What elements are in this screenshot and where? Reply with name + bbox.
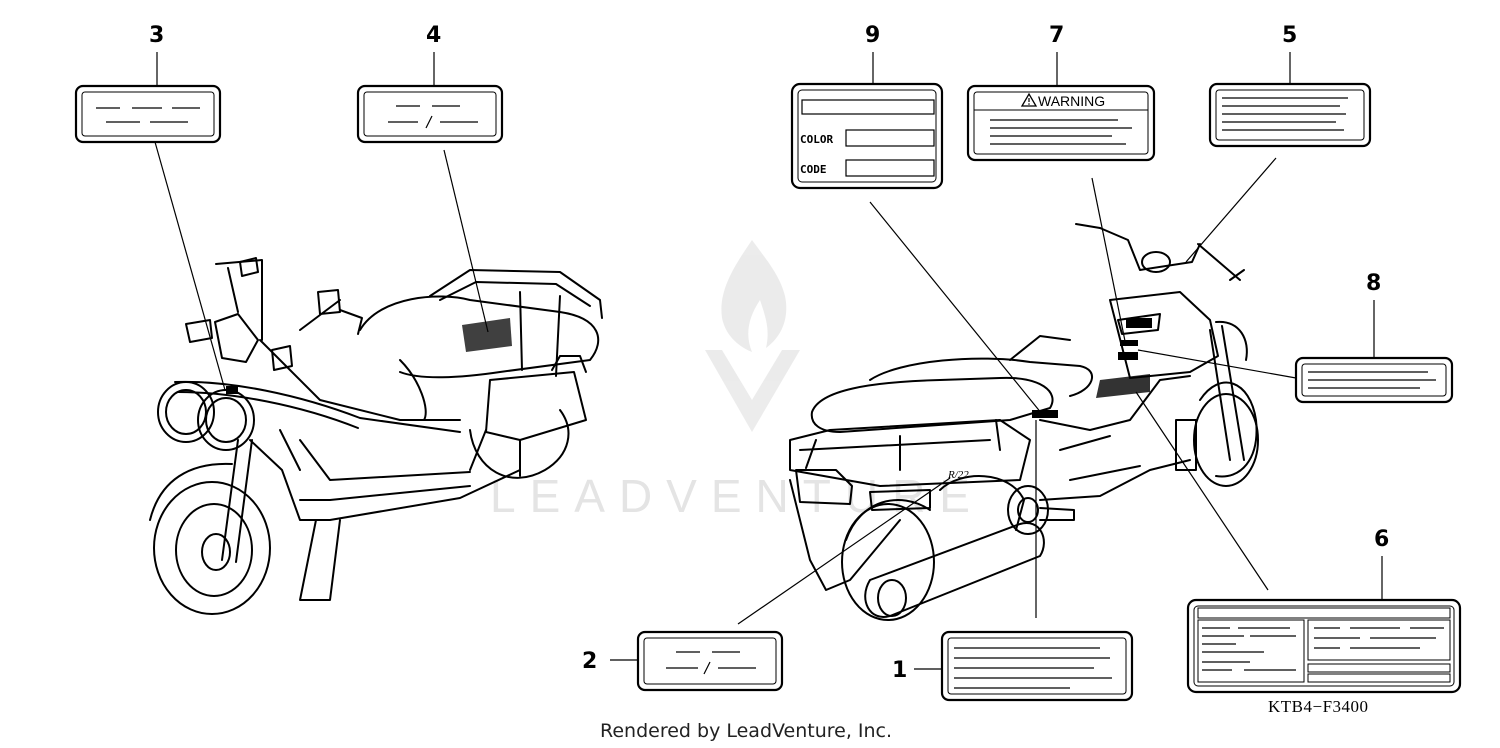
leadventure-flame-logo <box>705 240 800 432</box>
label-1 <box>940 630 1134 702</box>
watermark-text: LEADVENTURE <box>490 470 984 522</box>
label-8 <box>1294 356 1454 404</box>
warning-label: WARNING <box>1038 93 1105 109</box>
footer-credit: Rendered by LeadVenture, Inc. <box>600 720 892 742</box>
label-9: COLOR CODE <box>790 82 944 190</box>
left-seat-label-patch <box>462 318 512 352</box>
color-label: COLOR <box>800 133 833 146</box>
callout-6: 6 <box>1374 527 1389 552</box>
callout-7: 7 <box>1049 23 1064 48</box>
callout-2: 2 <box>582 649 597 674</box>
label-6 <box>1186 598 1462 694</box>
right-motorcycle: R/22 <box>789 223 1259 621</box>
code-label: CODE <box>800 163 827 176</box>
diagram-code: KTB4−F3400 <box>1268 697 1369 716</box>
label-4 <box>356 84 504 144</box>
watermark: LEADVENTURE <box>490 240 984 522</box>
callout-8: 8 <box>1366 271 1381 296</box>
callout-4: 4 <box>426 23 441 48</box>
label-2 <box>636 630 784 692</box>
callout-5: 5 <box>1282 23 1297 48</box>
label-3 <box>74 84 222 144</box>
label-7: WARNING <box>966 84 1156 162</box>
left-motorcycle <box>149 257 603 615</box>
warning-triangle-icon <box>1020 92 1038 107</box>
emblem-mark: R/22 <box>947 469 969 481</box>
label-5 <box>1208 82 1372 148</box>
callout-3: 3 <box>149 23 164 48</box>
callout-1: 1 <box>892 658 907 683</box>
leader-lines <box>154 52 1383 670</box>
callout-9: 9 <box>865 23 880 48</box>
